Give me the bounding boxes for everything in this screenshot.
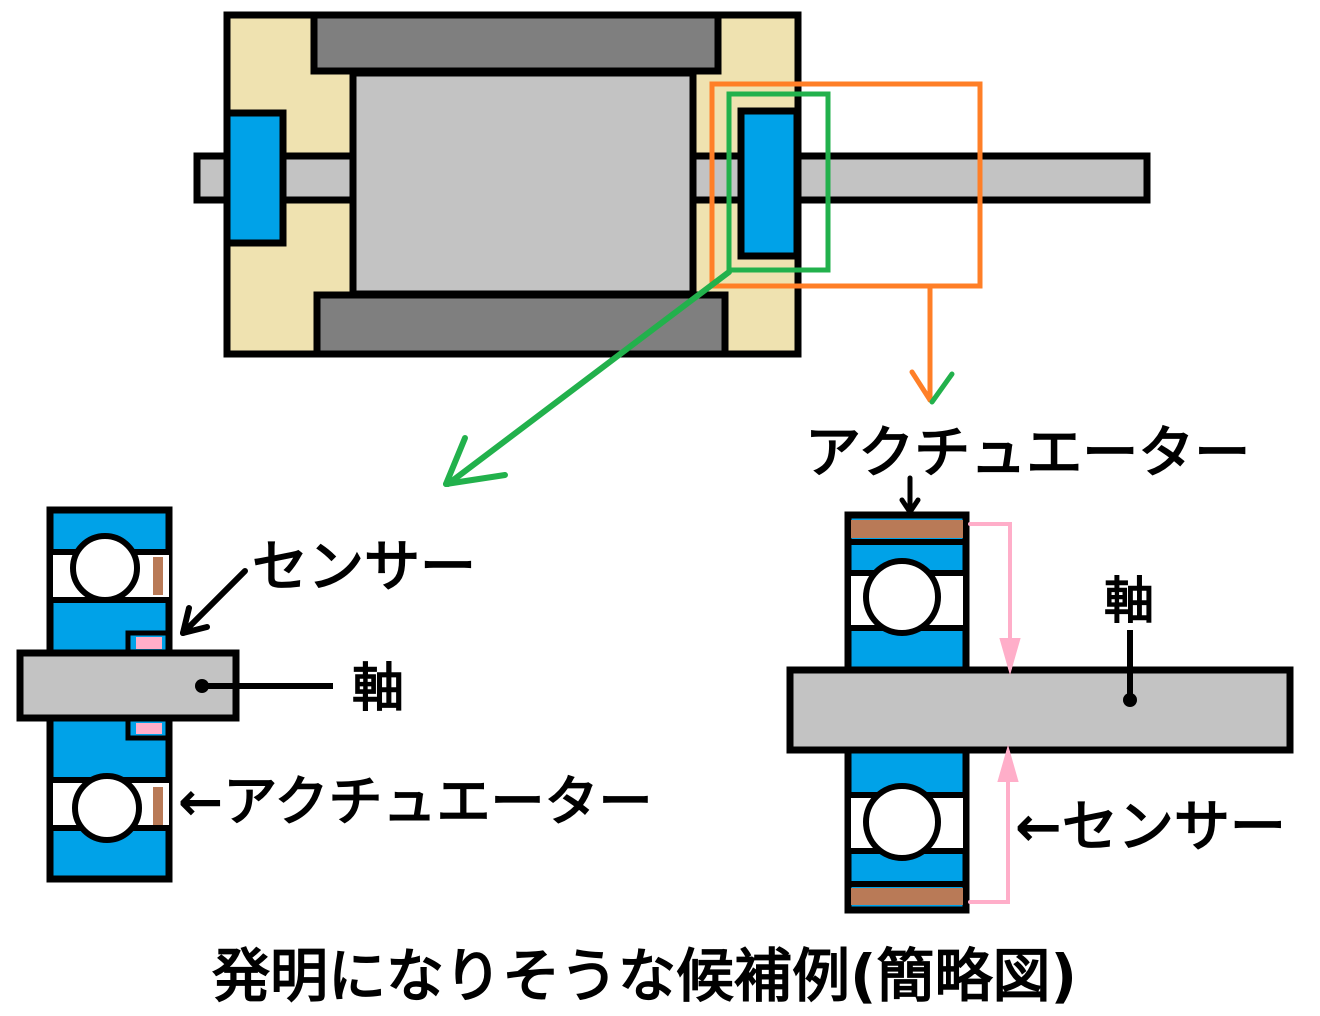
- left-bearing-detail: [16, 506, 333, 883]
- actuator-strip: [851, 888, 963, 905]
- right-sensor-label: ←センサー: [1015, 795, 1286, 860]
- sensor-pad: [136, 723, 162, 734]
- ball: [863, 783, 941, 861]
- right-shaft-label: 軸: [1104, 572, 1154, 630]
- green-detail-box: [726, 91, 831, 273]
- green-arrow-icon: [443, 269, 732, 487]
- actuator-strip: [851, 520, 963, 538]
- actuator-strip: [153, 557, 163, 595]
- shaft: [786, 666, 1294, 754]
- left-actuator-label: ←アクチュエーター: [178, 770, 653, 833]
- sensor-arrow-icon: [180, 568, 248, 636]
- actuator-arrow-icon: [899, 475, 921, 515]
- left-sensor-label: センサー: [252, 535, 476, 600]
- actuator-strip: [153, 787, 163, 825]
- orange-arrow-icon: [909, 285, 955, 405]
- motor-cross-section: [193, 11, 1151, 358]
- orange-detail-box: [709, 81, 983, 289]
- left-bearing: [223, 109, 287, 247]
- ball: [863, 558, 941, 636]
- rotor: [349, 69, 697, 298]
- left-shaft-label: 軸: [352, 659, 404, 719]
- ball: [72, 773, 142, 843]
- ball: [70, 533, 140, 603]
- diagram-title: 発明になりそうな候補例(簡略図): [212, 942, 1077, 1010]
- right-actuator-label: アクチュエーター: [805, 421, 1250, 486]
- top-magnet: [310, 11, 722, 75]
- right-bearing-detail: [786, 511, 1294, 914]
- sensor-pad: [136, 637, 162, 649]
- sensor-signal-arrow-icon: [968, 522, 1021, 904]
- right-bearing: [737, 107, 801, 260]
